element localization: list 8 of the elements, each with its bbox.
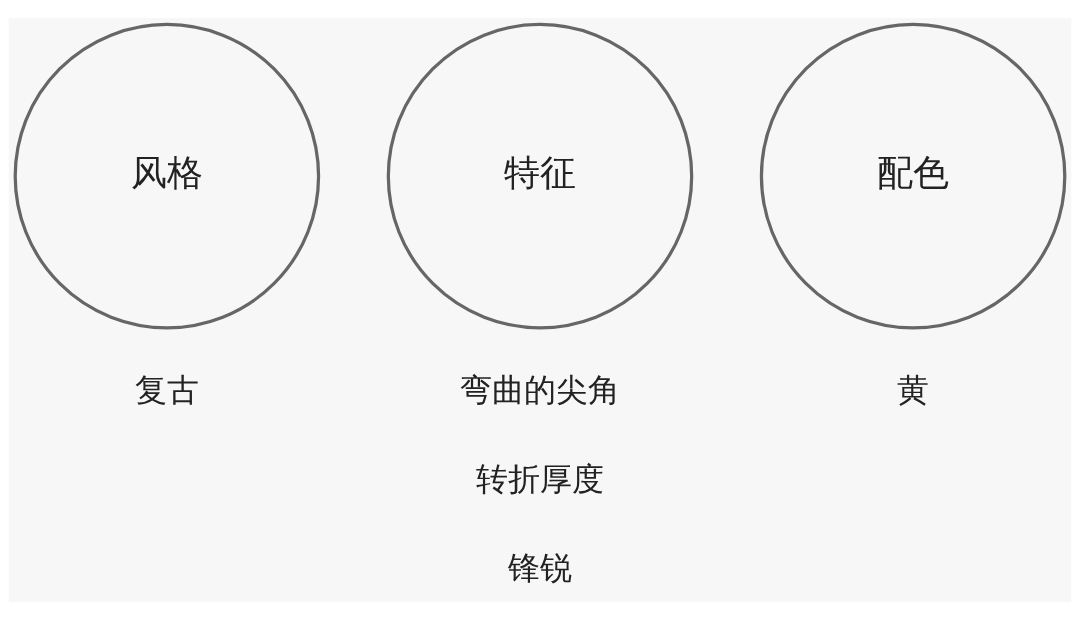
node-label: 锋锐 <box>508 548 572 587</box>
node-label: 黄 <box>897 370 930 409</box>
node-label: 复古 <box>134 370 199 409</box>
node-circle: 风格 <box>13 22 321 329</box>
node-label: 弯曲的尖角 <box>460 370 620 409</box>
node-circle: 特征 <box>386 22 694 329</box>
node-circle: 配色 <box>759 22 1067 329</box>
node-label: 转折厚度 <box>476 459 604 498</box>
